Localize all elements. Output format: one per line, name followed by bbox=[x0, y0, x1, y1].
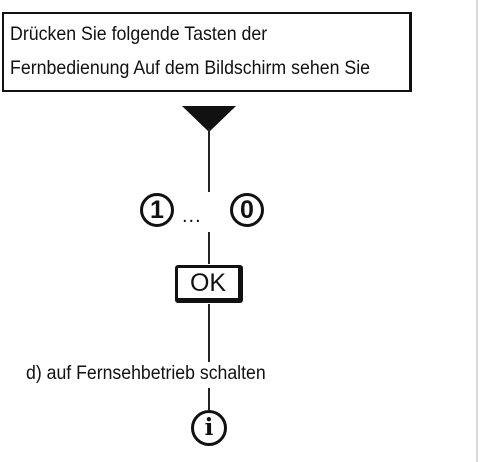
info-key-icon: i bbox=[191, 410, 227, 446]
number-key-0-icon: 0 bbox=[230, 193, 264, 227]
page-edge-divider bbox=[476, 0, 478, 462]
key-range-ellipsis: ... bbox=[182, 205, 202, 227]
flow-connector bbox=[208, 388, 210, 410]
instruction-header-box bbox=[2, 12, 412, 92]
step-description: d) auf Fernsehbetrieb schalten bbox=[26, 363, 266, 384]
flow-connector bbox=[208, 232, 210, 264]
number-key-1-icon: 1 bbox=[140, 193, 174, 227]
ok-key-icon: OK bbox=[175, 265, 243, 303]
flow-connector bbox=[208, 128, 210, 192]
down-triangle-icon bbox=[182, 106, 236, 132]
flow-connector bbox=[208, 304, 210, 362]
instruction-line-2: Fernbedienung Auf dem Bildschirm sehen S… bbox=[10, 57, 371, 79]
instruction-line-1: Drücken Sie folgende Tasten der bbox=[10, 23, 268, 45]
